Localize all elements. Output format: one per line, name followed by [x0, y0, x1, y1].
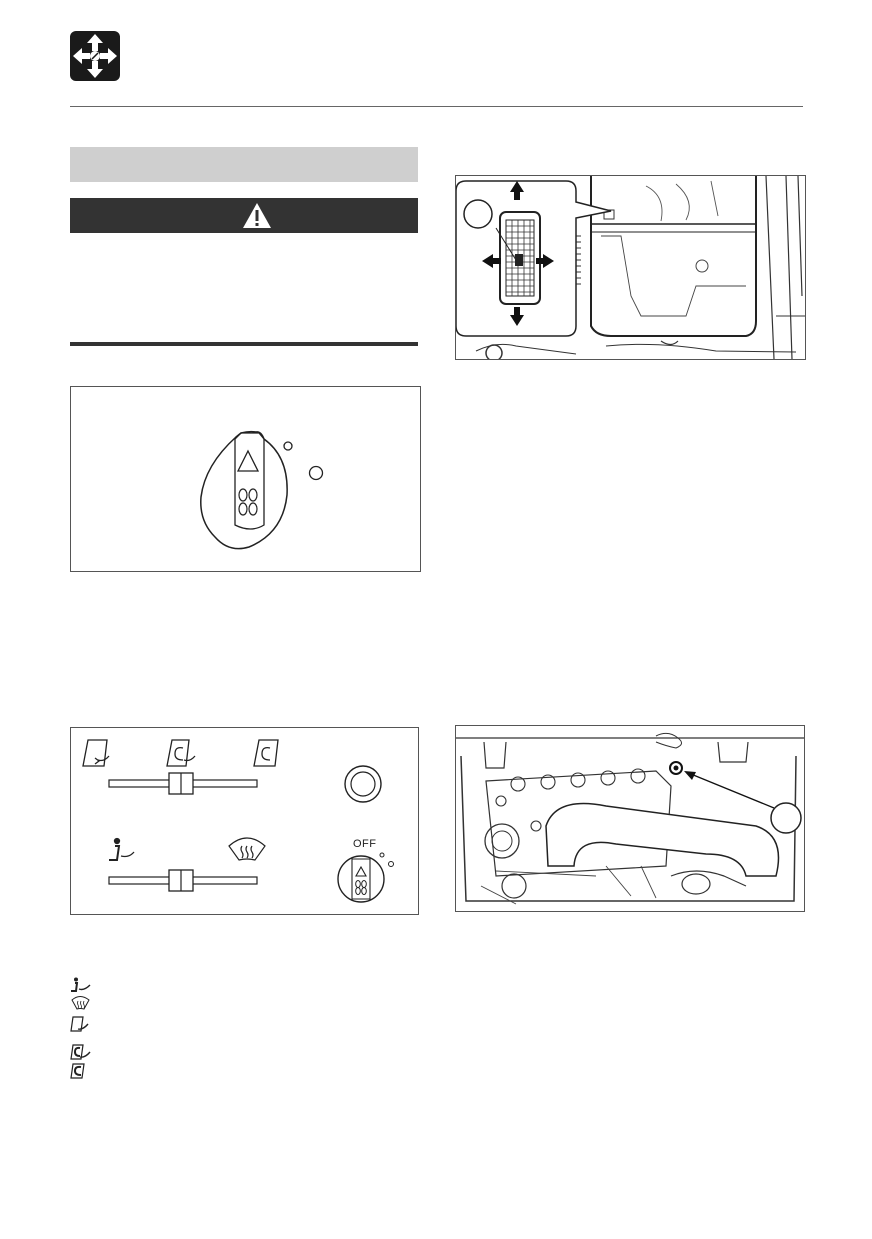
- recirculate-fresh-icon: [70, 1044, 91, 1060]
- photo-engine-bay: [455, 725, 805, 912]
- control-levers-illustration: [82, 739, 394, 903]
- foot-outlet-icon: [109, 837, 135, 861]
- fresh-air-icon: [70, 1016, 89, 1032]
- defrost-icon: [71, 996, 90, 1010]
- legend-item-recirculate-fresh: [70, 1044, 92, 1060]
- legend-item-recirculate: [70, 1063, 92, 1079]
- fan-icon: [355, 880, 367, 895]
- callout-marker: [463, 199, 493, 229]
- foot-outlet-icon: [71, 977, 91, 992]
- pointer-arrow-icon: [685, 771, 775, 809]
- recirculate-icon: [70, 1063, 85, 1079]
- fresh-air-icon: [82, 739, 110, 767]
- callout-marker: [770, 802, 802, 834]
- legend-item-foot-outlet: [70, 977, 92, 993]
- photo-cab-vent: [455, 175, 806, 360]
- recirculate-icon: [253, 739, 279, 767]
- fan-switch-panel: [70, 386, 421, 572]
- arrow-down-icon: [510, 307, 524, 326]
- warning-bar: [70, 198, 418, 233]
- arrow-left-icon: [482, 254, 501, 268]
- legend-item-fresh-air: [70, 1016, 92, 1032]
- engine-bay-illustration: [456, 732, 804, 905]
- fan-off-label: OFF: [353, 838, 377, 850]
- fan-icon: [238, 488, 258, 516]
- header-rule: [70, 106, 803, 107]
- legend-item-defrost: [70, 995, 92, 1011]
- four-way-arrows-icon: [70, 31, 120, 81]
- cab-vent-illustration: [456, 176, 805, 359]
- recirculate-fresh-icon: [166, 739, 196, 767]
- arrow-up-icon: [510, 181, 524, 200]
- section-title-bar: [70, 147, 418, 182]
- warning-end-rule: [70, 342, 418, 346]
- control-levers-panel: OFF: [70, 727, 419, 915]
- header-logo: [70, 31, 120, 81]
- arrow-right-icon: [536, 254, 554, 268]
- fan-speed-knob[interactable]: [337, 855, 385, 903]
- fan-switch-illustration: [200, 430, 324, 550]
- warning-triangle-icon: [243, 203, 271, 228]
- defrost-icon: [228, 837, 266, 861]
